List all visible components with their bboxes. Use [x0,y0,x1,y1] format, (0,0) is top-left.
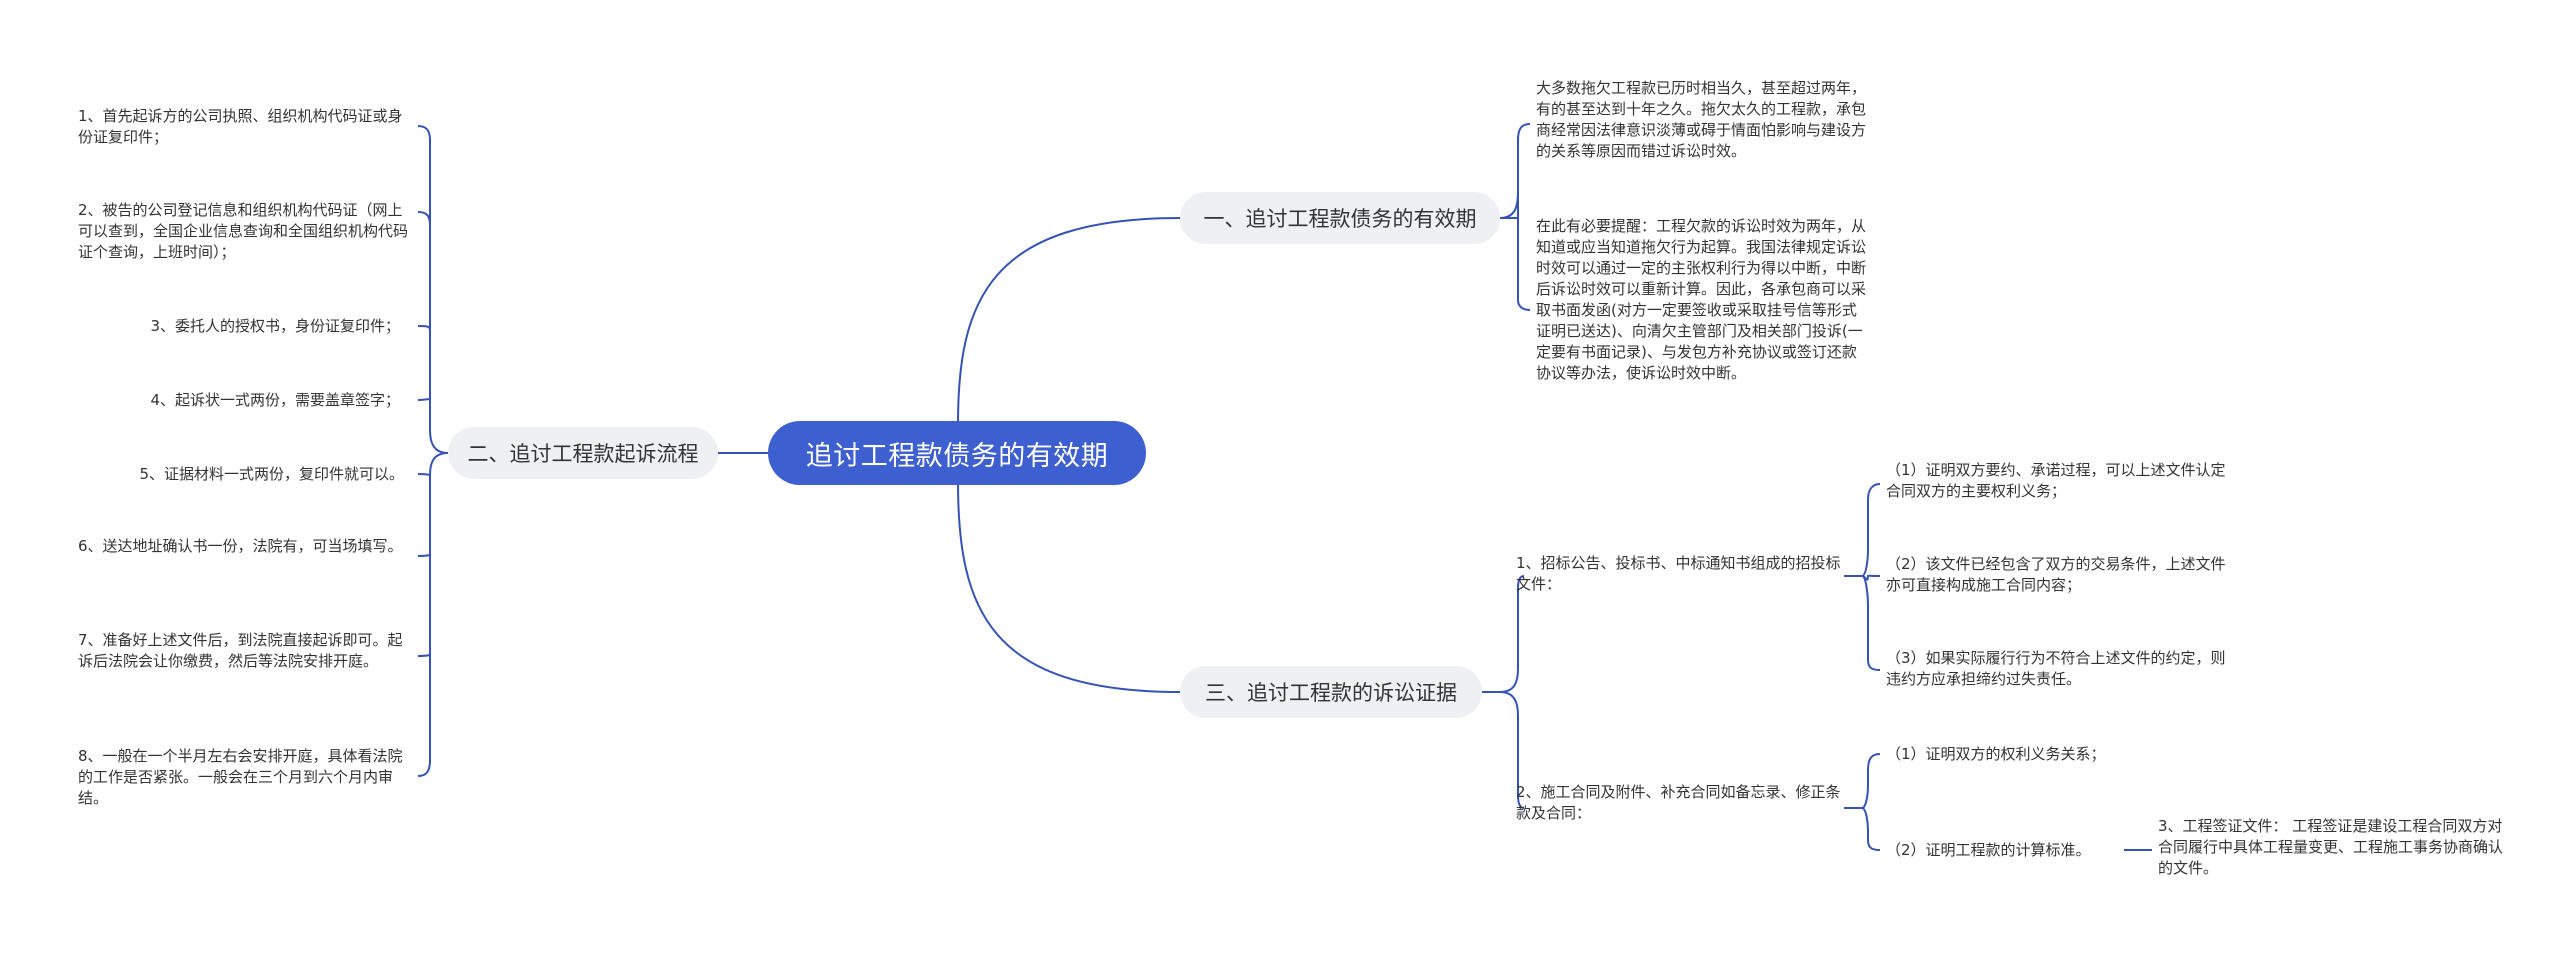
leaf-b2-6: 6、送达地址确认书一份，法院有，可当场填写。 [78,537,403,555]
leaf-b1-1: 大多数拖欠工程款已历时相当久，甚至超过两年，有的甚至达到十年之久。拖欠太久的工程… [1536,79,1867,160]
root-node[interactable]: 追讨工程款债务的有效期 [768,421,1146,485]
connector-root-b3 [957,481,1181,693]
bracket-b1 [1499,123,1531,311]
leaf-b2-5: 5、证据材料一式两份，复印件就可以。 [139,465,404,483]
leaf-sub1-1: （1）证明双方要约、承诺过程，可以上述文件认定合同双方的主要权利义务； [1886,461,2226,500]
leaf-b2-8: 8、一般在一个半月左右会安排开庭，具体看法院的工作是否紧张。一般会在三个月到六个… [78,747,403,807]
bracket-b3 [1482,575,1525,809]
connector-root-b1 [957,217,1181,425]
bracket-b2 [417,125,449,777]
leaf-b2-2: 2、被告的公司登记信息和组织机构代码证（网上可以查到，全国企业信息查询和全国组织… [78,201,409,261]
bracket-sub2 [1844,753,1881,851]
leaf-b2-4: 4、起诉状一式两份，需要盖章签字； [150,391,400,409]
leaf-b2-1: 1、首先起诉方的公司执照、组织机构代码证或身份证复印件； [78,107,403,146]
branch-node-2[interactable]: 二、追讨工程款起诉流程 [448,427,718,479]
sub-node-2: 2、施工合同及附件、补充合同如备忘录、修正条款及合同： [1516,783,1841,822]
leaf-sub2-extra: 3、工程签证文件： 工程签证是建设工程合同双方对合同履行中具体工程量变更、工程施… [2158,817,2504,877]
leaf-b2-3: 3、委托人的授权书，身份证复印件； [150,317,400,335]
leaf-sub2-2: （2）证明工程款的计算标准。 [1886,841,2091,859]
leaf-b1-2: 在此有必要提醒：工程欠款的诉讼时效为两年，从知道或应当知道拖欠行为起算。我国法律… [1536,217,1867,382]
branch-node-3[interactable]: 三、追讨工程款的诉讼证据 [1180,666,1482,718]
sub-node-1: 1、招标公告、投标书、中标通知书组成的招投标文件： [1516,554,1841,593]
leaf-b2-7: 7、准备好上述文件后，到法院直接起诉即可。起诉后法院会让你缴费，然后等法院安排开… [78,631,403,670]
leaf-sub1-3: （3）如果实际履行行为不符合上述文件的约定，则违约方应承担缔约过失责任。 [1886,649,2226,688]
leaf-sub1-2: （2）该文件已经包含了双方的交易条件，上述文件亦可直接构成施工合同内容； [1886,555,2226,594]
bracket-sub1 [1844,483,1881,671]
branch-node-1[interactable]: 一、追讨工程款债务的有效期 [1180,192,1500,244]
leaf-sub2-1: （1）证明双方的权利义务关系； [1886,745,2106,763]
